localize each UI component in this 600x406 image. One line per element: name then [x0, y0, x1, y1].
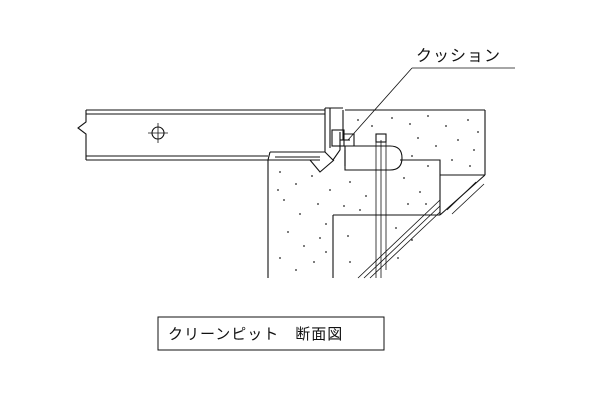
aggregate-dot	[407, 203, 409, 205]
aggregate-dot	[313, 261, 315, 263]
aggregate-dot	[395, 227, 397, 229]
concrete-aggregate	[277, 115, 479, 271]
aggregate-dot	[457, 139, 459, 141]
aggregate-dot	[303, 245, 305, 247]
grating-cover	[77, 109, 325, 161]
aggregate-dot	[325, 223, 327, 225]
aggregate-dot	[277, 189, 279, 191]
aggregate-dot	[325, 251, 327, 253]
aggregate-dot	[417, 137, 419, 139]
aggregate-dot	[347, 235, 349, 237]
aggregate-dot	[467, 119, 469, 121]
aggregate-dot	[349, 261, 351, 263]
aggregate-dot	[419, 191, 421, 193]
concrete-pit-wall	[267, 159, 441, 278]
aggregate-dot	[365, 195, 367, 197]
aggregate-dot	[295, 269, 297, 271]
aggregate-dot	[357, 119, 359, 121]
aggregate-dot	[435, 145, 437, 147]
aggregate-dot	[371, 125, 373, 127]
callout-label: クッション	[416, 46, 501, 65]
anchor-bolts	[375, 133, 387, 278]
aggregate-dot	[317, 203, 319, 205]
aggregate-dot	[477, 131, 479, 133]
aggregate-dot	[299, 213, 301, 215]
caption-box: クリーンピット 断面図	[157, 316, 385, 351]
aggregate-dot	[283, 199, 285, 201]
aggregate-dot	[425, 203, 427, 205]
aggregate-dot	[427, 115, 429, 117]
aggregate-dot	[279, 171, 281, 173]
aggregate-dot	[329, 189, 331, 191]
aggregate-dot	[427, 165, 429, 167]
aggregate-dot	[391, 117, 393, 119]
callout-leader	[347, 67, 515, 141]
aggregate-dot	[451, 159, 453, 161]
aggregate-dot	[287, 231, 289, 233]
aggregate-dot	[349, 181, 351, 183]
aggregate-dot	[445, 125, 447, 127]
aggregate-dot	[411, 239, 413, 241]
support-bracket	[344, 145, 403, 171]
aggregate-dot	[319, 237, 321, 239]
aggregate-dot	[343, 205, 345, 207]
aggregate-dot	[295, 183, 297, 185]
aggregate-dot	[359, 209, 361, 211]
aggregate-dot	[411, 155, 413, 157]
caption-text: クリーンピット 断面図	[168, 325, 343, 343]
concrete-slab-upper	[342, 109, 486, 175]
aggregate-dot	[311, 175, 313, 177]
frame-angle	[267, 107, 350, 173]
aggregate-dot	[397, 257, 399, 259]
aggregate-dot	[279, 257, 281, 259]
aggregate-dot	[473, 149, 475, 151]
sloped-hatch	[357, 174, 486, 279]
aggregate-dot	[403, 177, 405, 179]
aggregate-dot	[469, 165, 471, 167]
aggregate-dot	[409, 123, 411, 125]
